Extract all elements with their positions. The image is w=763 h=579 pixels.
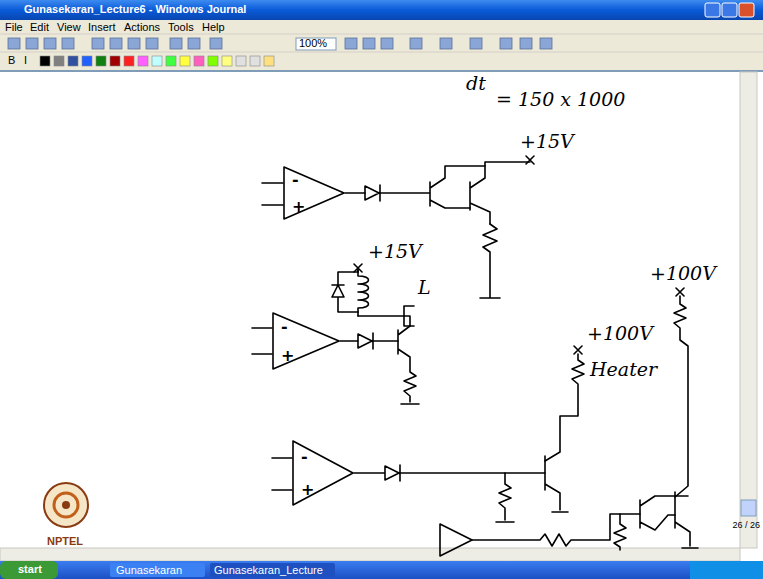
supply-voltage: +100V	[650, 262, 716, 284]
menu-item: Help	[202, 21, 225, 33]
menu-item: File	[5, 21, 23, 33]
input-sign: -	[292, 172, 345, 188]
start-button: start	[18, 563, 42, 575]
supply-voltage: +100V	[587, 322, 653, 344]
input-sign: +	[301, 482, 354, 498]
handwritten-equation: = 150 x 1000	[496, 88, 625, 110]
menu-item: Insert	[88, 21, 116, 33]
input-sign: -	[301, 449, 354, 465]
zoom-level: 100%	[299, 37, 327, 49]
input-sign: +	[292, 199, 345, 215]
taskbar-item: Gunasekaran_Lecture	[214, 564, 323, 576]
input-sign: +	[281, 348, 340, 364]
supply-voltage: +15V	[520, 130, 574, 152]
menu-item: Edit	[30, 21, 49, 33]
component-label: L	[418, 276, 431, 298]
page-counter: 26 / 26	[732, 520, 760, 530]
menu-item: View	[57, 21, 81, 33]
opamp-triangle: -+	[272, 312, 340, 370]
window-title: Gunasekaran_Lecture6 - Windows Journal	[24, 3, 246, 15]
bold-button: B	[8, 54, 15, 66]
nptel-logo	[44, 483, 88, 527]
input-sign: -	[281, 319, 340, 335]
logo-text: NPTEL	[47, 535, 83, 547]
italic-button: I	[24, 54, 27, 66]
supply-voltage: +15V	[368, 240, 422, 262]
taskbar-item: Gunasekaran	[116, 564, 182, 576]
menu-item: Actions	[124, 21, 160, 33]
opamp-triangle: -+	[283, 166, 345, 220]
handwritten-note: dt	[466, 72, 486, 94]
component-label: Heater	[590, 358, 657, 380]
opamp-triangle: -+	[292, 440, 354, 506]
menu-item: Tools	[168, 21, 194, 33]
